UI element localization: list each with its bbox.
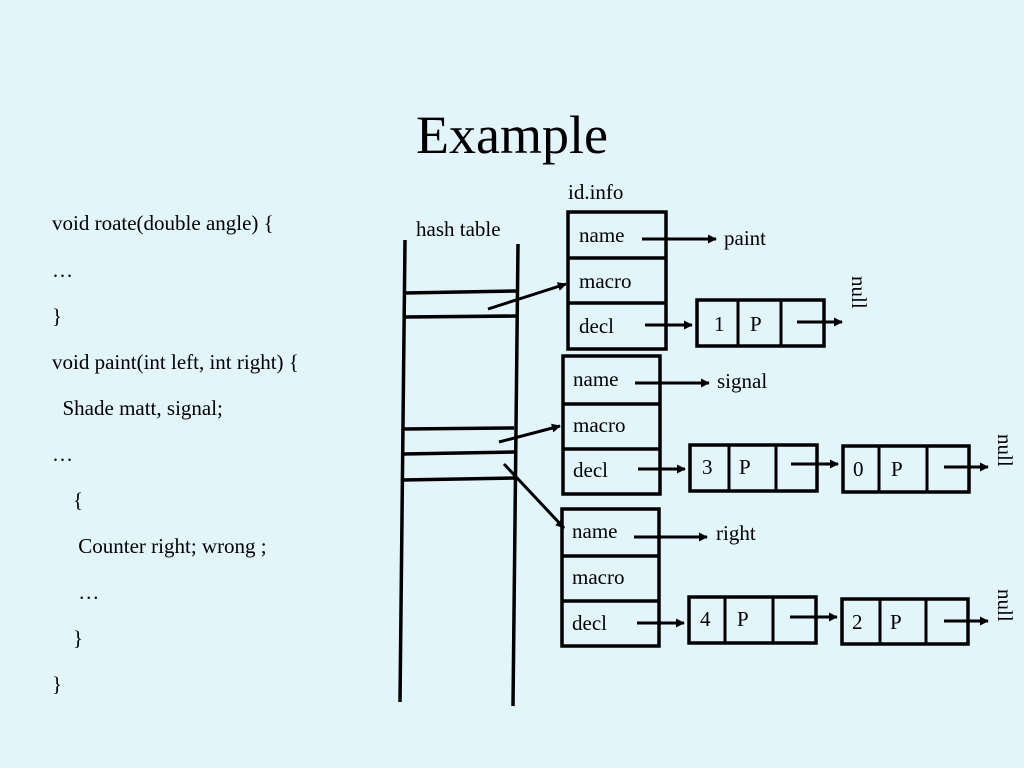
identifier-name: right <box>716 521 756 545</box>
hash-table-left-rail <box>398 239 407 703</box>
code-line: … <box>52 258 73 282</box>
code-line: { <box>52 488 84 512</box>
hash-pointer-arrow <box>498 423 561 444</box>
decl-node-value: 3 <box>702 455 713 479</box>
hash-pointer-arrow <box>487 282 567 311</box>
decl-node-value: 1 <box>714 312 725 336</box>
field-macro-label: macro <box>572 565 624 589</box>
slide-title: Example <box>416 105 608 165</box>
field-decl-label: decl <box>573 458 608 482</box>
decl-node-value: 2 <box>852 610 863 634</box>
hash-table <box>398 239 520 707</box>
code-line: } <box>52 626 84 650</box>
record-box <box>560 507 661 648</box>
decl-node-value: 4 <box>700 607 711 631</box>
field-name-label: name <box>573 367 618 391</box>
field-macro-label: macro <box>579 269 631 293</box>
field-macro-label: macro <box>573 413 625 437</box>
field-name-label: name <box>572 519 617 543</box>
code-line: Counter right; wrong ; <box>52 534 267 558</box>
record-box <box>561 354 662 496</box>
code-line: } <box>52 672 63 696</box>
idinfo-record: name macro decl right 4 P 2 P null <box>560 507 1017 648</box>
hash-slot-line <box>401 476 515 482</box>
decl-node-p: P <box>750 312 762 336</box>
decl-node-value: 0 <box>853 457 864 481</box>
hash-slot-line <box>402 426 515 431</box>
code-line: void paint(int left, int right) { <box>52 350 299 374</box>
code-line: void roate(double angle) { <box>52 211 274 235</box>
decl-node-p: P <box>890 610 902 634</box>
null-label: null <box>993 434 1017 467</box>
decl-node-p: P <box>737 607 749 631</box>
hash-slot-line <box>403 314 517 319</box>
decl-node <box>687 595 818 645</box>
code-line: } <box>52 304 63 328</box>
hashtable-label: hash table <box>416 217 501 241</box>
identifier-name: signal <box>717 369 767 393</box>
field-decl-label: decl <box>572 611 607 635</box>
field-decl-label: decl <box>579 314 614 338</box>
decl-node-p: P <box>739 455 751 479</box>
decl-node-p: P <box>891 457 903 481</box>
code-line: Shade matt, signal; <box>52 396 223 420</box>
decl-node <box>688 443 819 493</box>
identifier-name: paint <box>724 226 766 250</box>
code-line: … <box>52 442 73 466</box>
idinfo-label: id.info <box>568 180 623 204</box>
hash-slot-line <box>403 289 517 295</box>
record-box <box>566 210 668 351</box>
hash-slot-line <box>402 450 515 456</box>
code-line: … <box>52 580 100 604</box>
null-label: null <box>847 276 871 309</box>
field-name-label: name <box>579 223 624 247</box>
idinfo-record: name macro decl paint 1 P null <box>566 210 871 351</box>
hash-pointer-arrow <box>502 462 566 530</box>
null-label: null <box>993 589 1017 622</box>
idinfo-record: name macro decl signal 3 P 0 P null <box>561 354 1017 496</box>
decl-node <box>841 444 971 494</box>
